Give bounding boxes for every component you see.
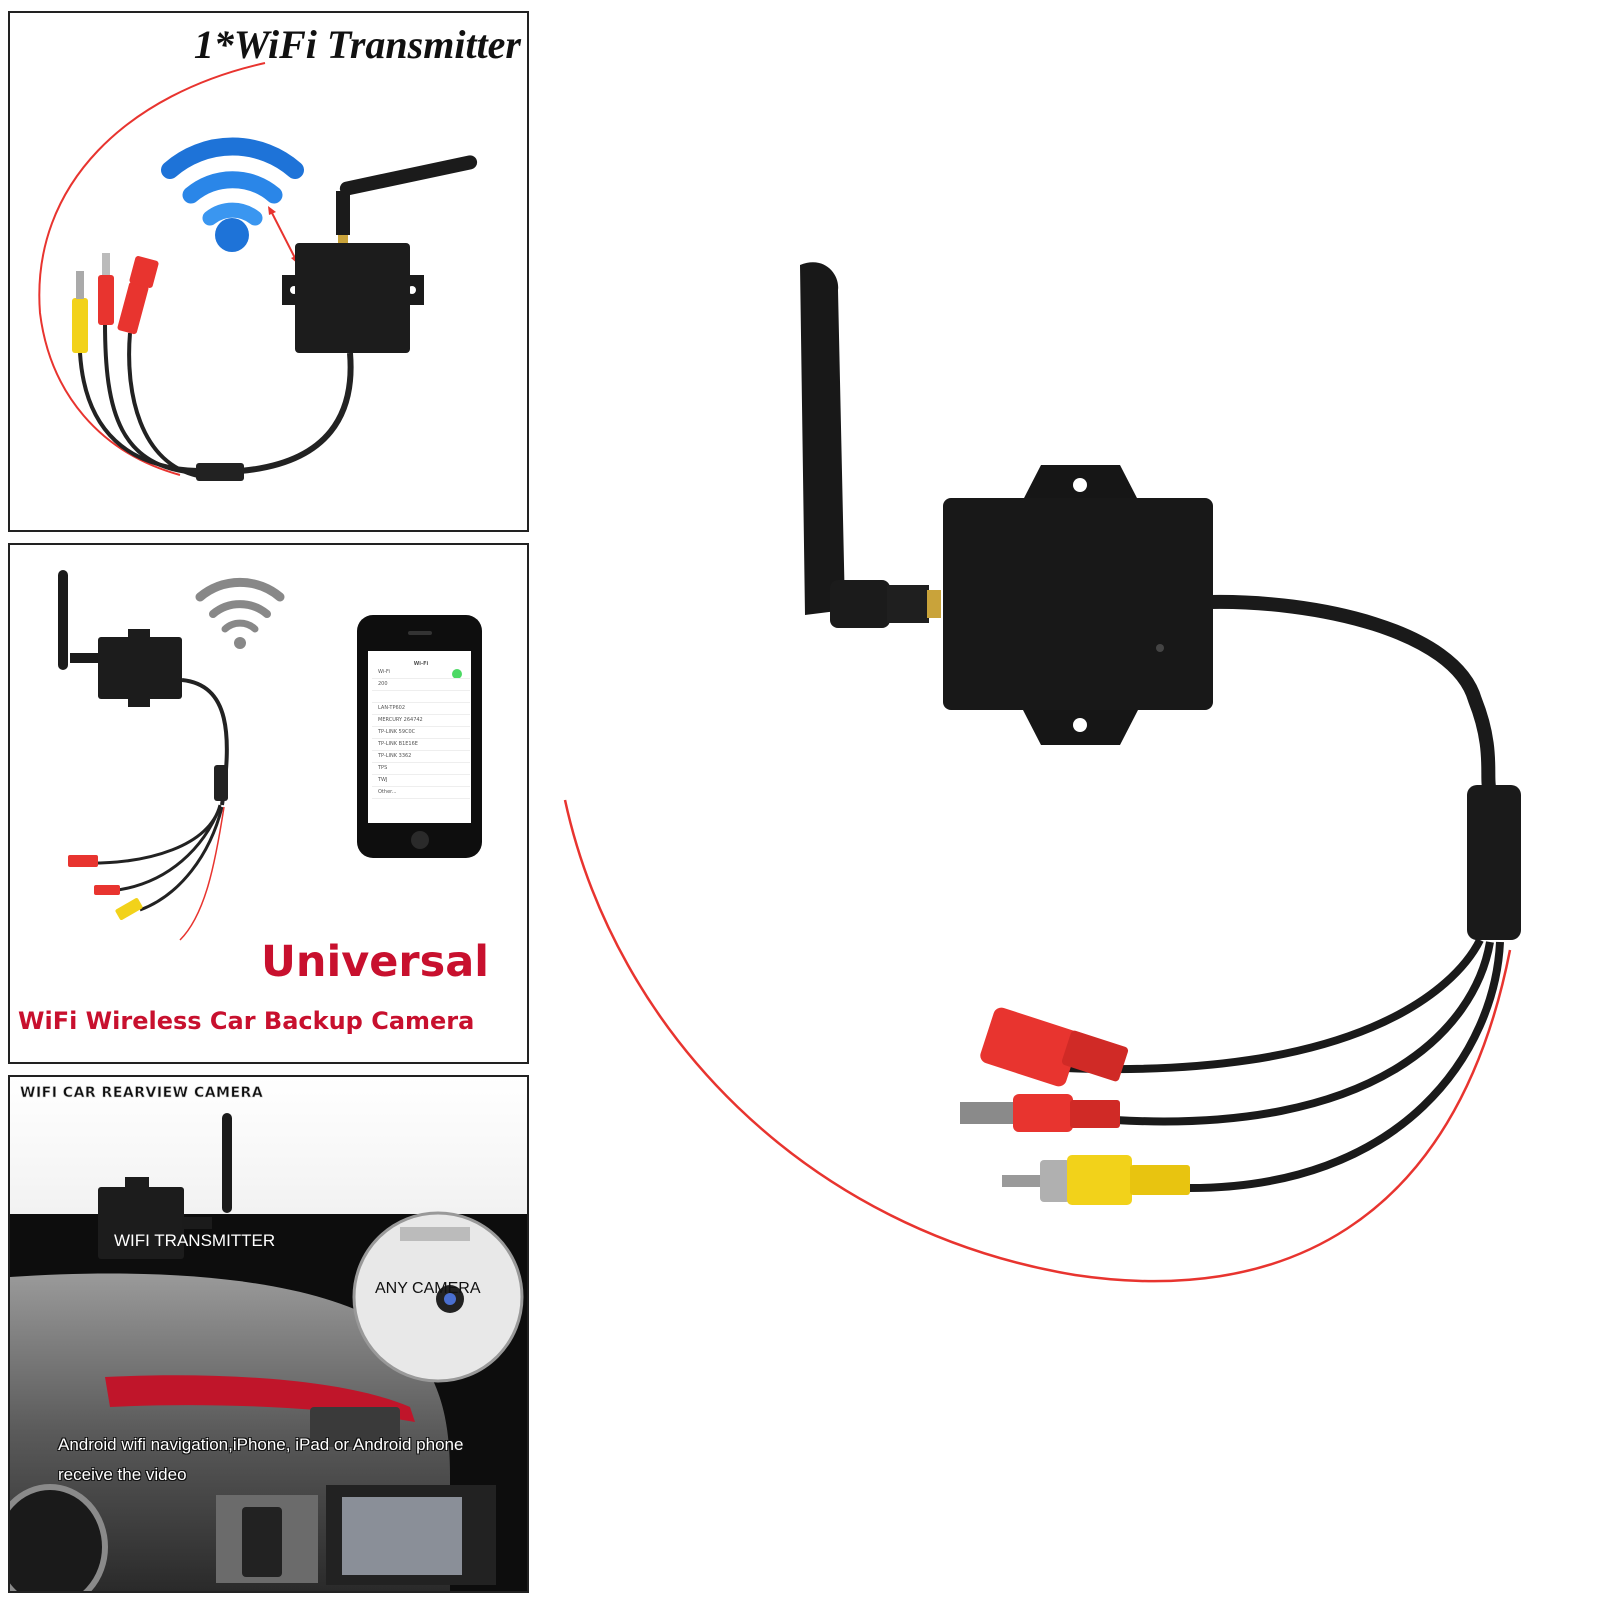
transmitter-box bbox=[98, 637, 182, 699]
transmitter-box bbox=[295, 243, 410, 353]
wifi-row: TP-LINK 3362 bbox=[372, 751, 470, 763]
antenna bbox=[58, 570, 68, 670]
panel-universal: Wi-Fi Wi-Fi 200 LAN-TP602 MERCURY 264742… bbox=[8, 543, 529, 1064]
transmitter-illustration bbox=[38, 62, 478, 481]
caption-line-1: Android wifi navigation,iPhone, iPad or … bbox=[58, 1435, 464, 1454]
wifi-row: TPS bbox=[372, 763, 470, 775]
wifi-row bbox=[372, 691, 470, 703]
transmitter-box bbox=[98, 1187, 184, 1259]
wifi-row: MERCURY 264742 bbox=[372, 715, 470, 727]
antenna bbox=[222, 1113, 232, 1213]
wifi-row: TP-LINK 59C0C bbox=[372, 727, 470, 739]
dc-plug bbox=[980, 1007, 1129, 1087]
panel-title: WIFI CAR REARVIEW CAMERA bbox=[20, 1085, 264, 1102]
wifi-row: LAN-TP602 bbox=[372, 703, 470, 715]
power-wire bbox=[563, 799, 1512, 1283]
splitter bbox=[1467, 785, 1521, 940]
phone-screen: Wi-Fi Wi-Fi 200 LAN-TP602 MERCURY 264742… bbox=[372, 657, 470, 822]
product-subtitle: WiFi Wireless Car Backup Camera bbox=[18, 1007, 475, 1035]
wifi-row: Other... bbox=[372, 787, 470, 799]
transmitter-label: WIFI TRANSMITTER bbox=[114, 1231, 276, 1250]
caption-line-2: receive the video bbox=[58, 1465, 187, 1484]
dc-plug bbox=[98, 275, 114, 325]
panel-wifi-transmitter: 1*WiFi Transmitter bbox=[8, 11, 529, 532]
main-product-photo bbox=[563, 262, 1521, 1283]
panel-rearview: WIFI CAR REARVIEW CAMERA WIFI TRANSMITTE… bbox=[8, 1075, 529, 1593]
rca-plug bbox=[1002, 1155, 1190, 1205]
wifi-icon bbox=[195, 577, 285, 649]
wifi-row: TWJ bbox=[372, 775, 470, 787]
phone-screen-header: Wi-Fi bbox=[413, 661, 429, 667]
wifi-icon bbox=[161, 137, 304, 252]
universal-heading: Universal bbox=[260, 937, 489, 987]
dc-plug bbox=[960, 1094, 1120, 1132]
universal-illustration bbox=[58, 570, 482, 941]
antenna bbox=[800, 262, 941, 628]
wifi-row: Wi-Fi bbox=[372, 667, 470, 679]
rearview-illustration bbox=[10, 1077, 527, 1591]
transmitter-box bbox=[943, 465, 1213, 745]
camera-label: ANY CAMERA bbox=[375, 1280, 481, 1297]
rca-plug bbox=[72, 298, 88, 353]
wifi-row: 200 bbox=[372, 679, 470, 691]
wifi-row: TP-LINK B1E16E bbox=[372, 739, 470, 751]
panel-title: 1*WiFi Transmitter bbox=[193, 22, 521, 67]
